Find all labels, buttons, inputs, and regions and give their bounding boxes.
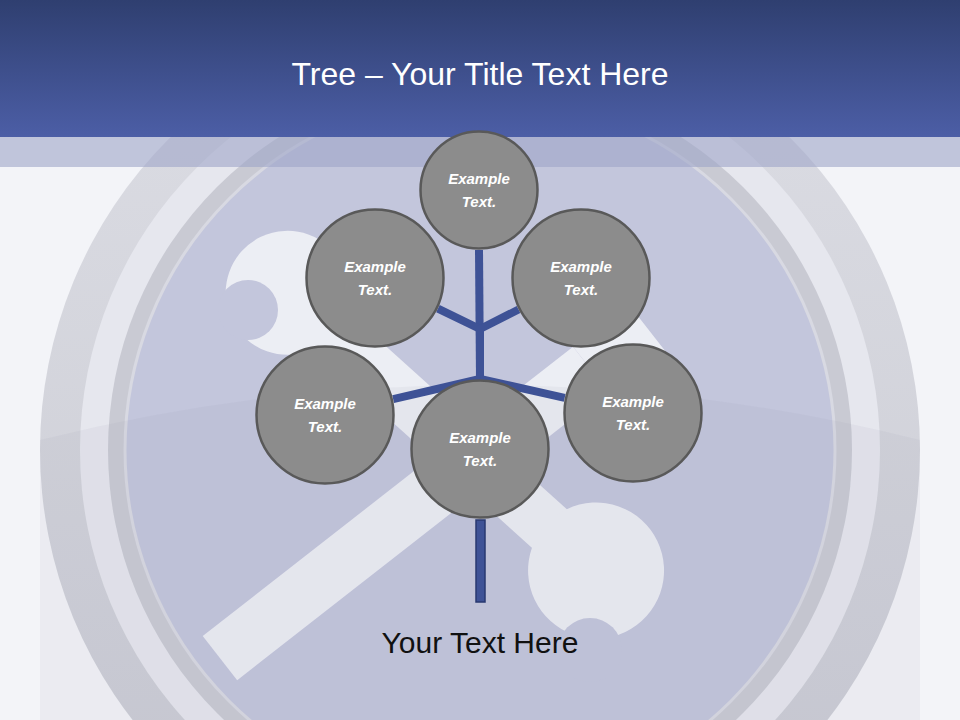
tree-circle: Example Text. xyxy=(255,345,395,485)
tree-branch xyxy=(438,309,480,379)
node-label: Example Text. xyxy=(541,255,621,301)
circle-fill xyxy=(513,210,650,347)
circle-fill xyxy=(421,132,538,249)
tree-circle: Example Text. xyxy=(305,208,445,348)
circle-outline xyxy=(419,130,539,250)
tree-circle: Example Text. xyxy=(419,130,539,250)
tree-branch xyxy=(480,310,519,379)
circle-content: Example Text. xyxy=(410,379,550,519)
tree-trunk xyxy=(476,520,485,602)
circle-outline xyxy=(305,208,445,348)
shade xyxy=(40,385,920,720)
tree-circle: Example Text. xyxy=(410,379,550,519)
tree-branch xyxy=(479,250,480,379)
tree-circle: Example Text. xyxy=(563,343,703,483)
circle-outline xyxy=(410,379,550,519)
node-label: Example Text. xyxy=(440,426,520,472)
wrench-jaw xyxy=(218,280,278,340)
circle-content: Example Text. xyxy=(255,345,395,485)
circle-fill xyxy=(412,381,549,518)
circle-content: Example Text. xyxy=(305,208,445,348)
tree-circle: Example Text. xyxy=(511,208,651,348)
title-band xyxy=(0,0,960,137)
node-label: Example Text. xyxy=(285,392,365,438)
circle-outline xyxy=(255,345,395,485)
circle-fill xyxy=(307,210,444,347)
node-label: Example Text. xyxy=(335,255,415,301)
slide-title: Tree – Your Title Text Here xyxy=(0,50,960,98)
circle-fill xyxy=(565,345,702,482)
circle-outline xyxy=(511,208,651,348)
circle-content: Example Text. xyxy=(511,208,651,348)
node-label: Example Text. xyxy=(439,167,519,213)
circle-content: Example Text. xyxy=(563,343,703,483)
caption-text: Your Text Here xyxy=(0,622,960,664)
circle-content: Example Text. xyxy=(419,130,539,250)
node-label: Example Text. xyxy=(593,390,673,436)
circle-outline xyxy=(563,343,703,483)
circle-fill xyxy=(257,347,394,484)
